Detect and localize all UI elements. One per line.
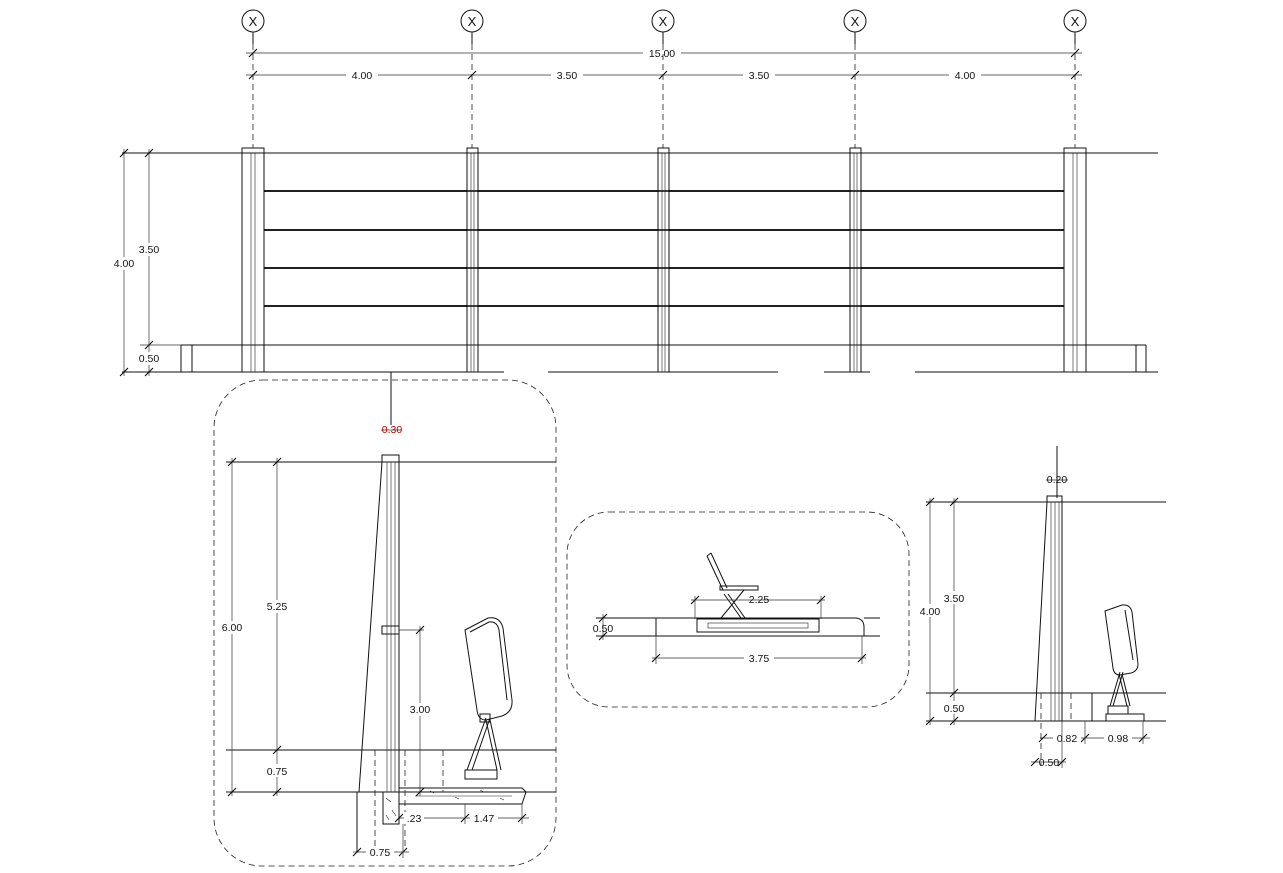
post-1 [241,147,265,373]
dim-bay-2: 3.50 [557,70,578,82]
dim-bench-offset: .23 [407,813,422,825]
dim-side-footing-width: 0.50 [1039,757,1060,769]
dim-slab-width: 3.75 [749,653,770,665]
dim-fence-height: 3.50 [139,244,160,256]
bench-side [464,617,513,780]
grid-bubble-5: X [1063,9,1087,44]
dim-overall-height: 4.00 [114,258,135,270]
dim-slab-thickness: 0.50 [593,623,614,635]
dim-base-height: 0.50 [139,353,160,365]
grid-label-3: X [659,14,668,29]
side-detail: 0.20 4.00 [916,446,1166,769]
bench-side-right [1104,604,1145,722]
dim-bench-back-height: 3.00 [410,704,431,716]
dim-side-top-width: 0.20 [1047,474,1068,486]
dim-seat-width: 2.25 [749,594,770,606]
post-4 [849,147,862,373]
dim-bay-1: 4.00 [352,70,373,82]
dim-bay-4: 4.00 [955,70,976,82]
elevation-vertical-dimensions: 4.00 3.50 0.50 [110,148,181,377]
dim-section-overall-height: 6.00 [222,622,243,634]
fence-elevation [122,147,1158,373]
dim-side-base-height: 0.50 [944,703,965,715]
grid-label-2: X [468,14,477,29]
dim-section-top-width: 0.30 [382,424,403,436]
section-detail: 0.30 [213,372,557,867]
dim-section-base-height: 0.75 [267,766,288,778]
grid-label-4: X [851,14,860,29]
grid-bubble-2: X [460,9,484,44]
chair-side [706,552,759,619]
plan-detail: 2.25 0.50 3.75 [566,511,910,708]
dim-bench-depth: 1.47 [474,813,495,825]
grid-bubbles: X X X X X [241,9,1087,44]
grid-label-1: X [249,14,258,29]
grid-bubble-3: X [651,9,675,44]
post-3 [657,147,670,373]
dim-footing-width: 0.75 [370,847,391,859]
dim-side-upper-height: 3.50 [944,593,965,605]
grid-bubble-4: X [843,9,867,44]
dim-side-offset-a: 0.82 [1057,733,1078,745]
grid-bubble-1: X [241,9,265,44]
elevation-horizontal-dimensions: 15.00 4.00 3.50 3.50 4.00 [246,44,1082,148]
dim-section-upper-height: 5.25 [267,601,288,613]
grid-label-5: X [1071,14,1080,29]
dim-total-width: 15.00 [649,48,675,60]
dim-side-overall-height: 4.00 [920,606,941,618]
dim-side-offset-b: 0.98 [1108,733,1129,745]
post-2 [466,147,479,373]
dim-bay-3: 3.50 [749,70,770,82]
post-5 [1063,147,1087,373]
